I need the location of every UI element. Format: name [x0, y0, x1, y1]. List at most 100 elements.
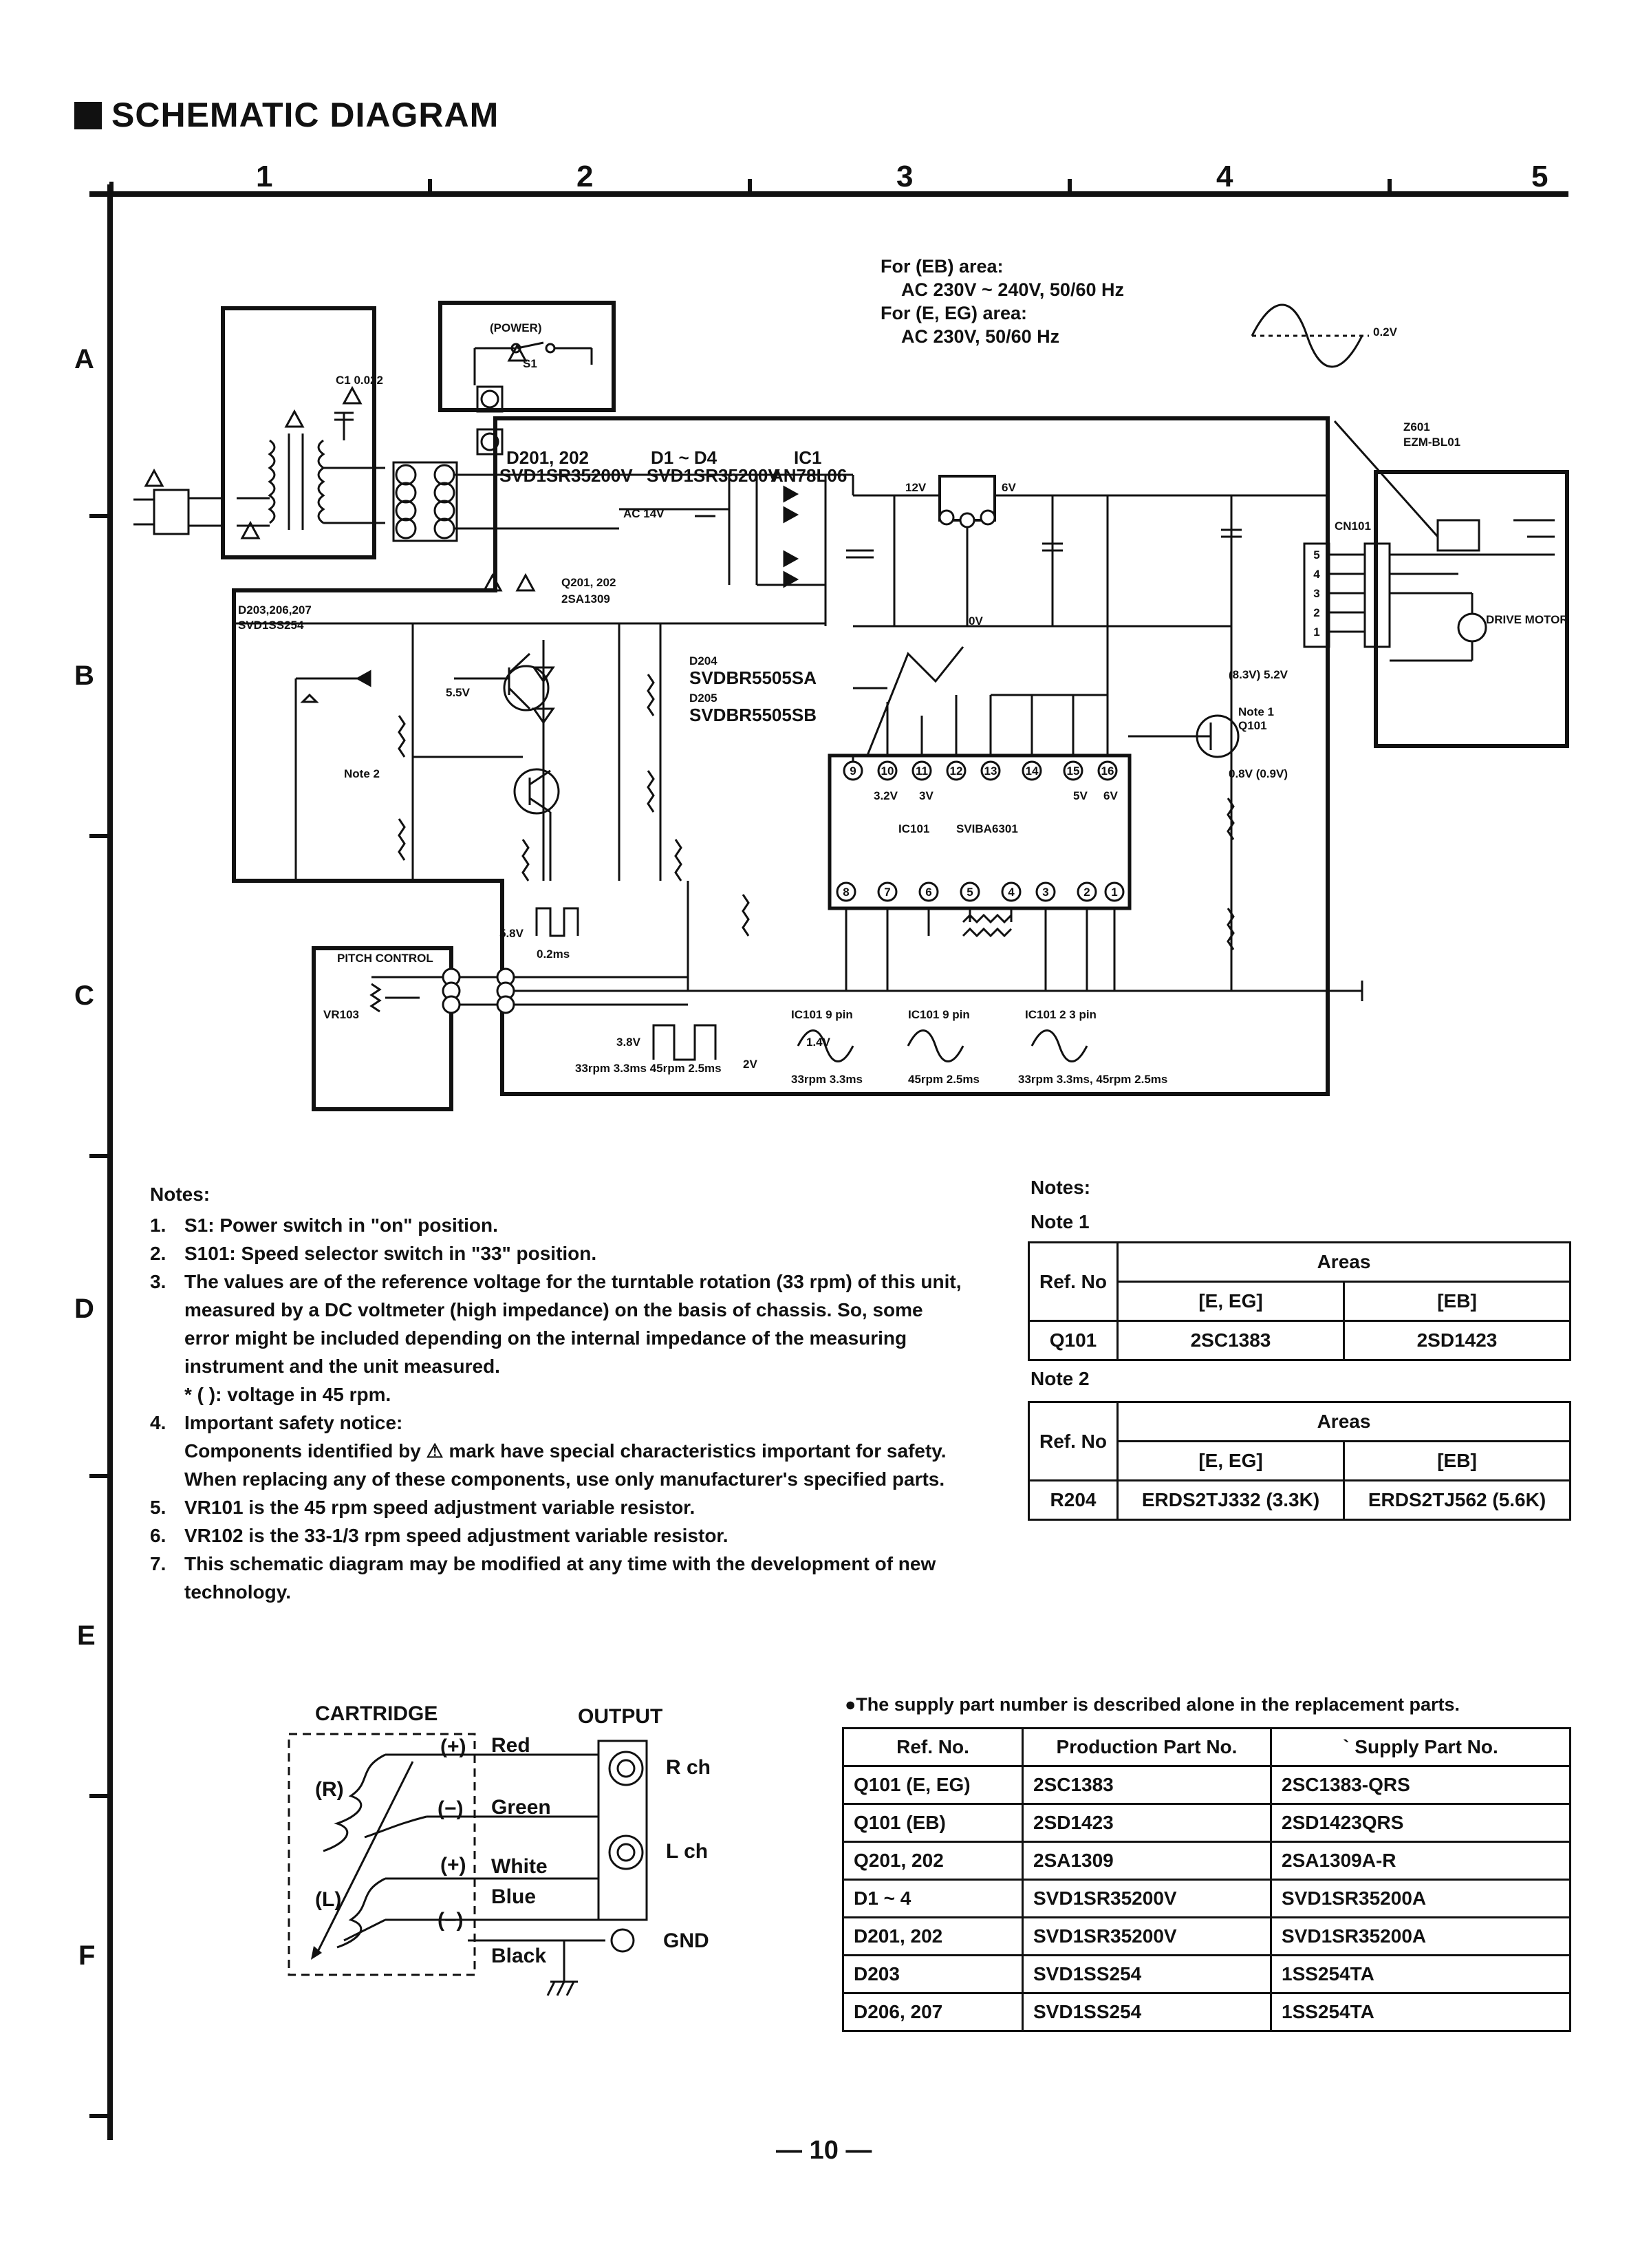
note2-value1: ERDS2TJ332 (3.3K)	[1116, 1479, 1345, 1521]
note1-label: Note 1	[1030, 1211, 1090, 1232]
row-letter-e: E	[77, 1620, 96, 1651]
note1-table: Ref. No Areas [E, EG] [EB] Q101 2SC1383 …	[1028, 1241, 1571, 1361]
table-row: Q101 (EB) 2SD1423 2SD1423QRS	[842, 1803, 1571, 1843]
label-q201-part: 2SA1309	[561, 592, 610, 606]
supply-cell-ref: Q101 (E, EG)	[842, 1765, 1024, 1805]
label-ic101: IC101	[898, 822, 929, 835]
supply-header-production: Production Part No.	[1022, 1727, 1272, 1767]
pin-4: 4	[1008, 886, 1015, 899]
label-ac14v: AC 14V	[623, 507, 665, 520]
note-tables-header: Notes:	[1030, 1177, 1091, 1198]
supply-cell-ref: D203	[842, 1954, 1024, 1994]
label-pulse-width: 0.2ms	[537, 948, 570, 961]
ic101-body	[828, 753, 1132, 910]
output-lch-label: L ch	[666, 1840, 708, 1863]
note-item: 7.This schematic diagram may be modified…	[150, 1550, 969, 1606]
label-d1-header: D1 ~ D4	[651, 447, 717, 468]
note-text: Components identified by ⚠ mark have spe…	[184, 1440, 947, 1490]
note-number: 5.	[150, 1497, 166, 1518]
cn-pin-2: 2	[1313, 606, 1319, 619]
label-d203-header: D203,206,207	[238, 603, 312, 617]
label-1-4v: 1.4V	[806, 1036, 831, 1049]
area-e-eg-voltage: AC 230V, 50/60 Hz	[901, 326, 1060, 347]
note-text: S1: Power switch in "on" position.	[184, 1215, 498, 1236]
label-5-8v: 5.8V	[499, 927, 524, 940]
wire-red-label: Red	[491, 1734, 530, 1757]
label-z601: Z601	[1403, 420, 1430, 434]
label-d203-part: SVD1SS254	[238, 619, 304, 632]
notes-header: Notes:	[150, 1184, 211, 1205]
label-z601-part: EZM-BL01	[1403, 436, 1460, 449]
cartridge-plus-1: (+)	[440, 1735, 466, 1758]
note-item: 5.VR101 is the 45 rpm speed adjustment v…	[150, 1493, 969, 1521]
label-3-2v: 3.2V	[874, 789, 898, 802]
note-item: 2.S101: Speed selector switch in "33" po…	[150, 1239, 969, 1267]
row-letter-d: D	[74, 1294, 94, 1324]
cartridge-minus-2: (−)	[438, 1909, 464, 1932]
supply-header-ref: Ref. No.	[842, 1727, 1024, 1767]
area-eb-label: For (EB) area:	[881, 256, 1004, 277]
note1-ref-header: Ref. No	[1028, 1241, 1119, 1322]
label-cn101: CN101	[1335, 520, 1371, 533]
note1-areas-header: Areas	[1116, 1241, 1571, 1283]
area-e-eg-label: For (E, EG) area:	[881, 303, 1028, 323]
page-number: — 10 —	[776, 2136, 872, 2165]
pin-13: 13	[984, 764, 997, 778]
title-square-icon	[74, 102, 102, 129]
note-item: 3.The values are of the reference voltag…	[150, 1267, 969, 1380]
wire-white-label: White	[491, 1855, 548, 1878]
label-wave-caption2: 33rpm 3.3ms	[791, 1073, 863, 1086]
row-letter-a: A	[74, 344, 94, 374]
column-number-1: 1	[256, 160, 273, 193]
table-row: Q101 (E, EG) 2SC1383 2SC1383-QRS	[842, 1765, 1571, 1805]
note2-value2: ERDS2TJ562 (5.6K)	[1343, 1479, 1571, 1521]
main-board	[232, 416, 1330, 1096]
pin-3: 3	[1042, 886, 1048, 899]
note2-ref: R204	[1028, 1479, 1119, 1521]
label-d205-part: SVDBR5505SB	[689, 705, 817, 725]
supply-cell-supply: 2SD1423QRS	[1270, 1803, 1571, 1843]
wire-green-label: Green	[491, 1796, 551, 1819]
transformer-box	[221, 306, 376, 559]
supply-note: ●The supply part number is described alo…	[845, 1694, 1460, 1715]
note-text: Important safety notice:	[184, 1412, 403, 1433]
cartridge-title: CARTRIDGE	[315, 1702, 438, 1725]
label-d204: D204	[689, 654, 717, 667]
column-number-4: 4	[1216, 160, 1233, 193]
pitch-control-box	[312, 946, 453, 1111]
label-q101: Q101	[1238, 719, 1267, 732]
note-item: 1.S1: Power switch in "on" position.	[150, 1211, 969, 1239]
label-0-8v: 0.8V (0.9V)	[1229, 767, 1288, 780]
supply-cell-supply: 2SC1383-QRS	[1270, 1765, 1571, 1805]
supply-cell-supply: 1SS254TA	[1270, 1992, 1571, 2032]
label-pitch-control: PITCH CONTROL	[337, 952, 433, 965]
label-6v-b: 6V	[1103, 789, 1118, 802]
supply-cell-ref: D1 ~ 4	[842, 1879, 1024, 1918]
cartridge-minus-1: (−)	[438, 1797, 464, 1820]
note-text: This schematic diagram may be modified a…	[184, 1553, 936, 1603]
motor-box	[1374, 470, 1569, 748]
supply-header-supply: ` Supply Part No.	[1270, 1727, 1571, 1767]
label-drive-motor: DRIVE MOTOR	[1486, 613, 1568, 626]
output-rch-label: R ch	[666, 1756, 711, 1779]
page-title-text: SCHEMATIC DIAGRAM	[111, 96, 499, 134]
pin-10: 10	[881, 764, 894, 778]
label-note2: Note 2	[344, 767, 380, 780]
row-letter-b: B	[74, 661, 94, 691]
cn-pin-5: 5	[1313, 548, 1319, 561]
table-row: D1 ~ 4 SVD1SR35200V SVD1SR35200A	[842, 1879, 1571, 1918]
label-ic101-part: SVIBA6301	[956, 822, 1018, 835]
pin-2: 2	[1083, 886, 1090, 899]
table-row: D203 SVD1SS254 1SS254TA	[842, 1954, 1571, 1994]
supply-cell-supply: SVD1SR35200A	[1270, 1916, 1571, 1956]
label-wave-caption4: 33rpm 3.3ms, 45rpm 2.5ms	[1018, 1073, 1167, 1086]
cartridge-r-label: (R)	[315, 1778, 344, 1801]
pin-11: 11	[916, 764, 928, 778]
supply-cell-production: SVD1SS254	[1022, 1992, 1272, 2032]
label-power: (POWER)	[490, 321, 542, 334]
supply-cell-ref: Q201, 202	[842, 1841, 1024, 1881]
label-5v: 5V	[1073, 789, 1088, 802]
note-number: 6.	[150, 1525, 166, 1546]
supply-cell-supply: 1SS254TA	[1270, 1954, 1571, 1994]
